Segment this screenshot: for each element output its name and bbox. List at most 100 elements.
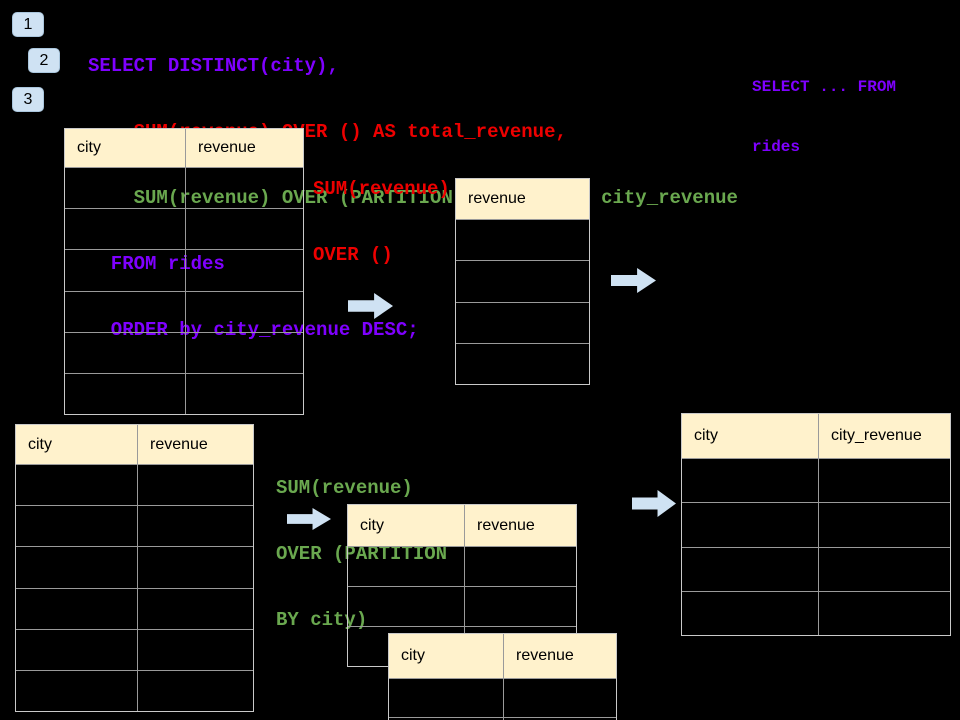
annotation-partition-line-2: OVER (PARTITION	[276, 543, 448, 565]
annotation-partition-line-1: SUM(revenue)	[276, 477, 413, 499]
table-cell	[65, 333, 185, 373]
table-row	[65, 372, 303, 415]
table-cell	[65, 209, 185, 249]
table-cell	[137, 547, 253, 588]
step-badge-1: 1	[12, 12, 44, 37]
table-cell	[65, 292, 185, 332]
table-cell	[16, 671, 137, 711]
table-row	[65, 290, 303, 332]
table-cell	[348, 547, 464, 586]
arrow-right-icon	[632, 490, 676, 517]
table-row	[65, 249, 303, 291]
table-cell	[682, 459, 818, 502]
table-row	[456, 301, 589, 343]
table-cell	[16, 547, 137, 587]
table-row	[16, 669, 253, 712]
table-cell	[456, 344, 589, 384]
table-row	[682, 546, 950, 591]
table-cell	[389, 679, 503, 717]
table-cell	[16, 630, 137, 670]
step-badge-3: 3	[12, 87, 44, 112]
table-cell	[65, 168, 185, 208]
table-total-revenue-result: revenue	[455, 178, 590, 385]
annotation-over-empty-line-1: SUM(revenue)	[313, 178, 450, 200]
sql-line-order-by: ORDER by city_revenue DESC;	[88, 319, 419, 341]
table-header-cell: revenue	[464, 505, 576, 546]
sql-side-snippet: SELECT ... FROM rides	[752, 37, 896, 197]
table-row	[682, 590, 950, 635]
table-header-cell: revenue	[503, 634, 616, 678]
table-cell	[818, 591, 950, 635]
annotation-over-empty: SUM(revenue) OVER ()	[313, 134, 450, 310]
table-header-cell: city	[389, 634, 503, 678]
table-row	[456, 342, 589, 384]
table-row	[16, 587, 253, 629]
table-header-cell: city	[16, 425, 137, 464]
annotation-partition-line-3: BY city)	[276, 609, 368, 631]
table-cell	[456, 261, 589, 301]
table-header-cell: revenue	[137, 425, 253, 464]
sql-code-block: SELECT DISTINCT(city), SUM(revenue) OVER…	[88, 11, 738, 385]
table-cell	[65, 374, 185, 414]
table-cell	[682, 503, 818, 546]
table-row	[456, 219, 589, 260]
step-badge-2: 2	[28, 48, 60, 73]
table-cell	[185, 168, 303, 209]
table-cell	[464, 587, 576, 626]
table-row	[65, 331, 303, 373]
table-row	[16, 505, 253, 547]
table-header-cell: revenue	[456, 179, 589, 219]
table-row	[348, 546, 576, 586]
table-cell	[503, 679, 616, 717]
table-cell	[464, 547, 576, 586]
table-header-cell: city	[682, 414, 818, 458]
table-cell	[137, 465, 253, 506]
table-cell	[682, 548, 818, 591]
table-cell	[818, 547, 950, 591]
table-cell	[137, 629, 253, 670]
table-row	[16, 546, 253, 588]
table-header-cell: revenue	[185, 129, 303, 167]
table-cell	[16, 589, 137, 629]
table-cell	[185, 291, 303, 332]
table-header-row: revenue	[456, 179, 589, 219]
table-cell	[818, 503, 950, 547]
table-cell	[16, 506, 137, 546]
annotation-partition-by: SUM(revenue) OVER (PARTITION BY city)	[276, 433, 447, 675]
table-cell	[456, 220, 589, 260]
table-cell	[818, 459, 950, 503]
table-cell	[137, 588, 253, 629]
table-cell	[682, 592, 818, 635]
table-cell	[65, 250, 185, 290]
table-row	[348, 586, 576, 626]
table-cell	[503, 718, 616, 720]
annotation-over-empty-line-2: OVER ()	[313, 244, 393, 266]
table-cell	[456, 303, 589, 343]
table-row	[682, 458, 950, 503]
table-cell	[185, 332, 303, 373]
table-header-cell: city	[65, 129, 185, 167]
table-cell	[185, 209, 303, 250]
table-cell	[185, 373, 303, 415]
table-header-cell: city_revenue	[818, 414, 950, 458]
table-row	[456, 260, 589, 301]
sql-side-line-2: rides	[752, 138, 801, 156]
table-cell	[137, 506, 253, 547]
sql-line-from: FROM rides	[88, 253, 225, 275]
table-row	[65, 167, 303, 209]
table-row	[16, 464, 253, 506]
sql-line-select: SELECT DISTINCT(city),	[88, 55, 339, 77]
table-row	[389, 678, 616, 717]
sql-side-line-1: SELECT ... FROM	[752, 78, 897, 96]
